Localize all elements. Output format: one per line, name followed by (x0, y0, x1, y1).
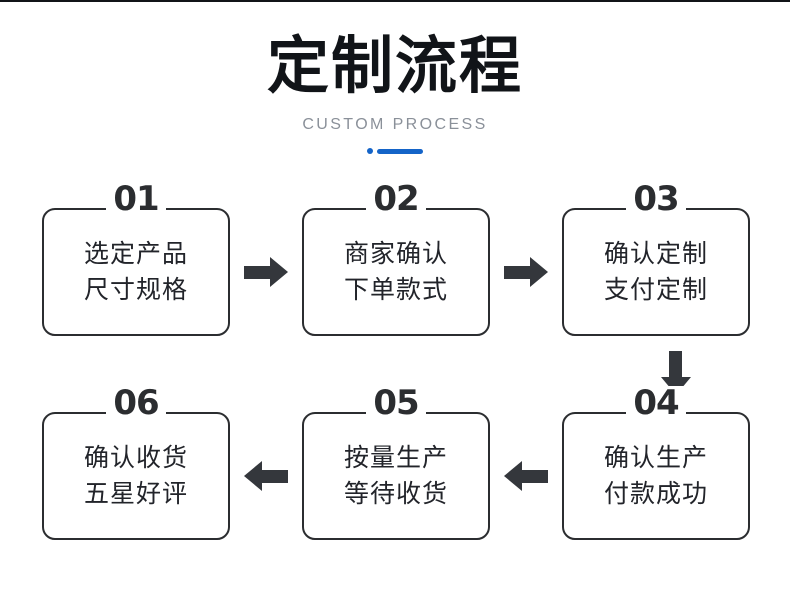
connector-01-to-02 (230, 196, 302, 348)
step-number: 04 (627, 386, 685, 420)
arrow-shaft (244, 266, 270, 279)
step-label-line1: 确认生产 (603, 443, 708, 472)
arrow-right-icon (244, 257, 288, 287)
process-flow: 01 选定产品 尺寸规格 02 商家确认 下单款式 (42, 182, 750, 552)
step-label-line1: 确认定制 (603, 239, 708, 268)
arrow-head (244, 461, 262, 491)
step-label-line2: 等待收货 (343, 479, 448, 508)
step-label-line2: 尺寸规格 (83, 275, 188, 304)
step-label-line2: 五星好评 (83, 479, 188, 508)
process-step-03[interactable]: 03 确认定制 支付定制 (562, 182, 750, 336)
process-step-06[interactable]: 06 确认收货 五星好评 (42, 386, 230, 540)
step-number: 02 (367, 182, 425, 216)
connector-05-to-06 (230, 400, 302, 552)
accent-bar-icon (377, 148, 423, 154)
step-body: 确认生产 付款成功 (562, 412, 750, 540)
step-label-line1: 商家确认 (343, 239, 448, 268)
step-label-line1: 确认收货 (83, 443, 188, 472)
header: 定制流程 CUSTOM PROCESS (0, 30, 790, 154)
process-row-bottom: 06 确认收货 五星好评 05 按量生产 等待收货 (42, 386, 750, 552)
step-label-line1: 按量生产 (343, 443, 448, 472)
arrow-head (530, 257, 548, 287)
step-frame (42, 412, 230, 540)
connector-04-to-05 (490, 400, 562, 552)
page-subtitle: CUSTOM PROCESS (302, 116, 488, 133)
step-number: 03 (627, 182, 685, 216)
process-step-04[interactable]: 04 确认生产 付款成功 (562, 386, 750, 540)
step-label-line2: 支付定制 (603, 275, 708, 304)
process-step-01[interactable]: 01 选定产品 尺寸规格 (42, 182, 230, 336)
step-frame (562, 412, 750, 540)
arrow-right-icon (504, 257, 548, 287)
step-number: 06 (107, 386, 165, 420)
accent-underline (0, 148, 790, 154)
process-step-02[interactable]: 02 商家确认 下单款式 (302, 182, 490, 336)
step-body: 确认收货 五星好评 (42, 412, 230, 540)
arrow-head (504, 461, 522, 491)
step-frame (302, 412, 490, 540)
step-body: 按量生产 等待收货 (302, 412, 490, 540)
step-label-line1: 选定产品 (83, 239, 188, 268)
step-body: 商家确认 下单款式 (302, 208, 490, 336)
arrow-shaft (522, 470, 548, 483)
step-body: 选定产品 尺寸规格 (42, 208, 230, 336)
step-label-line2: 下单款式 (343, 275, 448, 304)
step-label-line2: 付款成功 (603, 479, 708, 508)
step-body: 确认定制 支付定制 (562, 208, 750, 336)
page-title: 定制流程 (266, 29, 523, 102)
arrow-shaft (504, 266, 530, 279)
process-step-05[interactable]: 05 按量生产 等待收货 (302, 386, 490, 540)
arrow-head (270, 257, 288, 287)
step-number: 05 (367, 386, 425, 420)
connector-02-to-03 (490, 196, 562, 348)
top-divider (0, 0, 790, 2)
process-row-top: 01 选定产品 尺寸规格 02 商家确认 下单款式 (42, 182, 750, 395)
arrow-left-icon (504, 461, 548, 491)
arrow-shaft (262, 470, 288, 483)
step-number: 01 (107, 182, 165, 216)
accent-dot-icon (367, 148, 373, 154)
arrow-left-icon (244, 461, 288, 491)
arrow-shaft (669, 351, 682, 377)
